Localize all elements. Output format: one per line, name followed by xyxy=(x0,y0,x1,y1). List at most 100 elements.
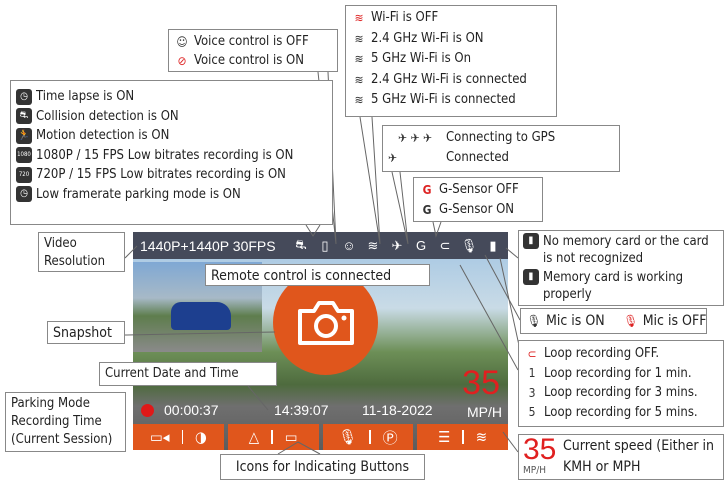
mode-label: 1080P / 15 FPS Low bitrates recording is… xyxy=(36,147,294,163)
loop-5-min-icon: 5 xyxy=(528,405,536,420)
wifi-5g-icon: ≋ xyxy=(367,237,379,253)
voice-control-slashed-icon: ⊘ xyxy=(177,53,187,68)
loop-off-icon: ⊂ xyxy=(527,346,537,361)
datetime-callout: Current Date and Time xyxy=(99,362,277,386)
wifi-24g-connected-icon: ≋ xyxy=(354,72,364,87)
mic-label: Mic is ON xyxy=(546,313,605,329)
mode-label: Low framerate parking mode is ON xyxy=(36,186,241,202)
g-sensor-callout: G G-Sensor OFF G G-Sensor ON xyxy=(413,177,543,222)
remote-control-callout: Remote control is connected xyxy=(205,264,430,286)
parking-mode-icon: ◷ xyxy=(16,186,32,203)
loop-label: Loop recording OFF. xyxy=(544,346,660,361)
collision-detection-icon: ⛐ xyxy=(295,236,307,252)
parking-icon: Ⓟ xyxy=(382,428,398,447)
screen-icon: ▭ xyxy=(284,428,298,446)
mode-label: Motion detection is ON xyxy=(36,128,170,143)
mic-icon: 🎙 xyxy=(338,428,358,446)
low-bitrate-720p-icon: 720 xyxy=(16,166,32,183)
mic-label: Mic is OFF xyxy=(642,313,707,329)
warning-triangle-icon: △ xyxy=(248,428,260,446)
wifi-off-icon: ≋ xyxy=(354,11,364,26)
memory-label: Memory card is working properly xyxy=(543,270,684,302)
mode-label: Time lapse is ON xyxy=(36,89,135,104)
wifi-label: 5 GHz Wi-Fi is On xyxy=(371,51,472,66)
speed-unit: MP/H xyxy=(467,404,502,420)
button-1[interactable]: ▭◂ ◑ xyxy=(133,424,224,450)
video-resolution-callout: Video Resolution xyxy=(38,232,125,272)
speed-example-unit: MP/H xyxy=(523,465,546,476)
memory-card-callout: ▮No memory card or the card is not recog… xyxy=(518,230,724,306)
mode-label: 720P / 15 FPS Low bitrates recording is … xyxy=(36,167,286,182)
g-sensor-off-icon: G xyxy=(422,183,432,197)
gps-label: Connecting to GPS xyxy=(446,130,556,145)
button-4[interactable]: ☰≋ xyxy=(417,424,508,450)
current-time: 14:39:07 xyxy=(274,402,329,418)
loop-3-min-icon: 3 xyxy=(528,385,536,400)
voice-control-icon: ☺ xyxy=(176,34,188,49)
gps-callout: ✈ ✈ ✈ Connecting to GPS ✈ Connected xyxy=(382,125,620,172)
camera-icon xyxy=(297,300,354,345)
parking-time-callout: Parking Mode Recording Time (Current Ses… xyxy=(5,392,126,452)
motion-detection-icon: 🏃 xyxy=(16,127,32,144)
wifi-callout: ≋ Wi-Fi is OFF ≋ 2.4 GHz Wi-Fi is ON ≋ 5 GH… xyxy=(345,5,557,117)
status-bar: 1440P+1440P 30FPS ⛐ ▯ ☺ ≋ ✈ G ⊂ 🎙 ▮ xyxy=(133,232,508,259)
sd-card-icon: ▮ xyxy=(489,237,497,253)
wifi-icon: ≋ xyxy=(475,428,488,446)
remote-control-icon: ▯ xyxy=(321,237,329,253)
loop-label: Loop recording for 3 mins. xyxy=(544,385,698,400)
loop-label: Loop recording for 5 mins. xyxy=(544,404,698,420)
speed-example: 35 xyxy=(523,433,557,466)
loop-1-min-icon: 1 xyxy=(528,366,536,381)
g-sensor-label: G-Sensor OFF xyxy=(439,182,519,197)
collision-detection-icon: ⛐ xyxy=(16,108,32,125)
g-sensor-on-icon: G xyxy=(422,203,432,217)
no-sd-card-icon: ▮ xyxy=(523,233,539,249)
gps-connected-icon: ✈ xyxy=(388,151,398,165)
g-sensor-off-icon: G xyxy=(415,238,427,253)
gps-icon: ✈ xyxy=(391,237,403,253)
mic-on-icon: 🎙 xyxy=(526,314,542,328)
wifi-label: Wi-Fi is OFF xyxy=(371,10,439,25)
loop-recording-off-icon: ⊂ xyxy=(439,237,451,253)
wifi-5g-connected-icon: ≋ xyxy=(354,93,364,108)
time-lapse-icon: ◷ xyxy=(16,88,32,105)
memory-label: No memory card or the card is not recogn… xyxy=(543,234,709,266)
wifi-label: 2.4 GHz Wi-Fi is ON xyxy=(371,30,484,46)
speed-value: 35 xyxy=(462,364,500,402)
speed-description: Current speed (Either in KMH or MPH xyxy=(563,438,715,475)
current-date: 11-18-2022 xyxy=(362,402,433,418)
gps-label: Connected xyxy=(446,150,509,165)
voice-label: Voice control is ON xyxy=(194,53,304,68)
wifi-24g-icon: ≋ xyxy=(354,31,364,46)
wifi-label: 2.4 GHz Wi-Fi is connected xyxy=(371,71,527,87)
gps-connecting-icon: ✈ ✈ ✈ xyxy=(398,131,432,145)
loop-label: Loop recording for 1 min. xyxy=(544,365,692,381)
voice-label: Voice control is OFF xyxy=(194,34,309,49)
mode-label: Collision detection is ON xyxy=(36,108,179,124)
speed-callout: 35 MP/H Current speed (Either in KMH or … xyxy=(518,434,724,480)
recording-time: 00:00:37 xyxy=(164,402,219,418)
g-sensor-label: G-Sensor ON xyxy=(439,202,515,217)
mic-off-icon: 🎙 xyxy=(623,314,639,328)
low-bitrate-1080p-icon: 1080 xyxy=(16,147,32,164)
contrast-icon: ◑ xyxy=(195,428,207,446)
mic-off-icon: 🎙 xyxy=(460,237,478,253)
voice-callout: ☺ Voice control is OFF ⊘ Voice control is … xyxy=(168,29,338,72)
modes-callout: ◷ Time lapse is ON ⛐Collision detection i… xyxy=(10,80,333,225)
video-camera-icon: ▭◂ xyxy=(149,428,170,446)
button-3[interactable]: 🎙Ⓟ xyxy=(322,424,414,450)
wifi-5g-icon: ≋ xyxy=(354,52,364,67)
video-resolution: 1440P+1440P 30FPS xyxy=(140,237,276,254)
recording-status: 00:00:37 14:39:07 11-18-2022 xyxy=(141,402,501,418)
snapshot-button[interactable] xyxy=(273,270,378,375)
snapshot-callout: Snapshot xyxy=(47,321,125,344)
mic-callout: 🎙Mic is ON🎙Mic is OFF xyxy=(520,308,707,334)
sd-card-icon: ▮ xyxy=(523,269,539,285)
voice-control-icon: ☺ xyxy=(342,238,356,253)
indicating-buttons-callout: Icons for Indicating Buttons xyxy=(220,454,425,480)
recording-dot-icon xyxy=(141,403,154,417)
menu-icon: ☰ xyxy=(438,428,451,446)
wifi-label: 5 GHz Wi-Fi is connected xyxy=(371,92,516,107)
button-2[interactable]: △▭ xyxy=(227,424,319,450)
